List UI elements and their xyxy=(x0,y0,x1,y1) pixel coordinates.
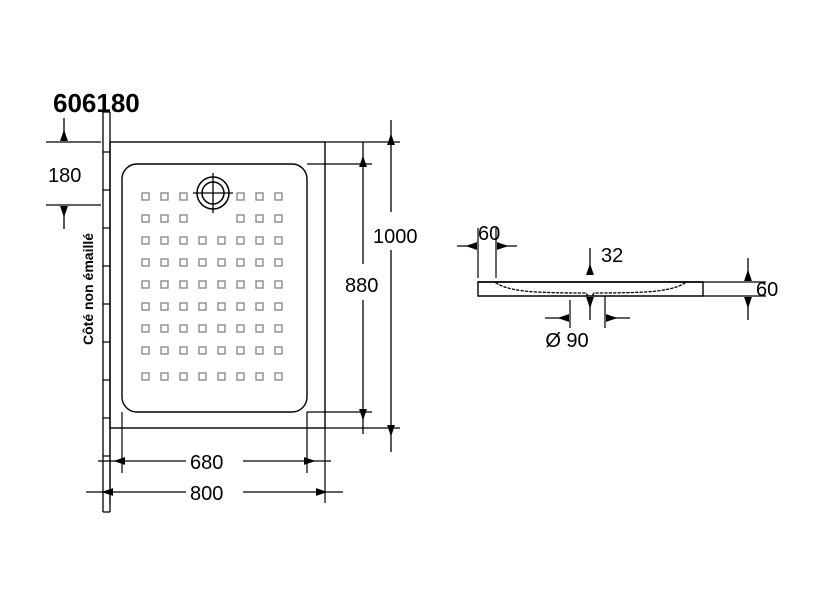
dimension-section-edge-60: 60 xyxy=(457,223,517,278)
section-slope-profile xyxy=(495,282,686,297)
dimension-180: 180 xyxy=(46,118,101,229)
dimension-880-label: 880 xyxy=(345,275,378,297)
section-slab-body xyxy=(477,281,704,297)
unglazed-side-note: Côté non émaillé xyxy=(80,233,96,345)
dimension-800-label: 800 xyxy=(190,483,223,505)
drawing-title: 606180 xyxy=(53,88,140,118)
dimension-800: 800 xyxy=(86,483,343,505)
tray-outer-outline xyxy=(109,141,326,429)
dimension-section-diameter-90-label: Ø 90 xyxy=(545,330,588,352)
dimension-680: 680 xyxy=(98,452,331,474)
dimension-section-32: 32 xyxy=(586,245,623,320)
dimension-1000: 1000 xyxy=(373,120,418,452)
dimension-section-diameter-90: Ø 90 xyxy=(545,296,630,352)
dimension-680-label: 680 xyxy=(190,452,223,474)
dimension-180-label: 180 xyxy=(48,165,81,187)
anti-slip-dot-grid xyxy=(141,192,283,381)
dimension-1000-label: 1000 xyxy=(373,226,418,248)
dimension-section-thickness-60-label: 60 xyxy=(756,279,778,301)
dimension-880: 880 xyxy=(345,142,378,434)
tray-inner-outline xyxy=(121,163,308,413)
drain-outlet-icon xyxy=(193,173,233,213)
dimension-section-edge-60-label: 60 xyxy=(478,223,500,245)
dimension-section-32-label: 32 xyxy=(601,245,623,267)
dimension-section-thickness-60: 60 xyxy=(703,258,778,320)
wall-symbol xyxy=(102,111,111,513)
